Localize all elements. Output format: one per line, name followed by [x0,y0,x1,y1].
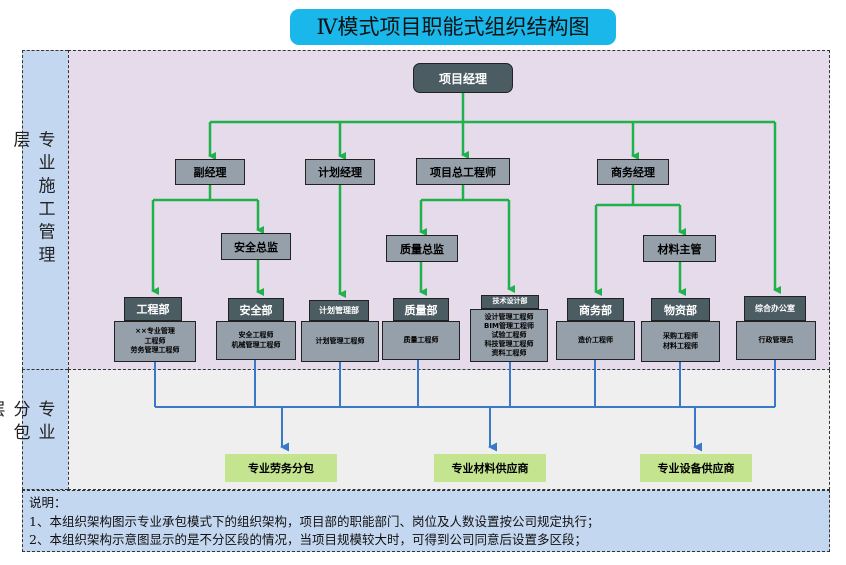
note-line-2: 2、本组织架构示意图显示的是不分区段的情况，当项目规模较大时，可得到公司同意后设… [29,532,587,547]
commercial-dept-header: 商务部 [567,298,624,321]
commercial-role-1: 造价工程师 [578,335,613,344]
deputy-manager-node: 副经理 [175,159,245,185]
tech-role-4: 科技管理工程师 [484,340,534,348]
blue-connectors [154,360,776,452]
notes-panel: 说明： 1、本组织架构图示专业承包模式下的组织架构，项目部的职能部门、岗位及人数… [22,490,830,552]
quality-role-1: 质量工程师 [403,335,439,344]
materials-dept-header: 物资部 [651,298,710,321]
chief-engineer-node: 项目总工程师 [416,158,510,185]
layer-label-management-text: 专业施工管理层 [9,130,55,269]
layer-label-subcontract-text: 专业分包层 [0,399,55,446]
green-connectors [151,93,781,298]
project-manager-node: 项目经理 [413,63,513,93]
labor-subcontract-node: 专业劳务分包 [225,454,337,482]
note-line-1: 1、本组织架构图示专业承包模式下的组织架构，项目部的职能部门、岗位及人数设置按公… [29,513,600,529]
planning-manager-node: 计划经理 [305,159,375,185]
diagram-title: Ⅳ模式项目职能式组织结构图 [290,9,616,45]
quality-dept-header: 质量部 [393,298,449,321]
quality-dept-roles: 质量工程师 [382,321,460,360]
material-supplier-node: 专业材料供应商 [434,454,546,482]
quality-director-node: 质量总监 [386,235,458,262]
safety-role-2: 机械管理工程师 [231,340,281,349]
safety-director-node: 安全总监 [221,233,291,260]
materials-director-node: 材料主管 [643,235,716,262]
commercial-dept-roles: 造价工程师 [556,321,635,360]
engineering-dept-roles: ××专业管理 工程师 劳务管理工程师 [114,321,196,362]
tech-role-2: BIM管理工程师 [484,322,534,330]
general-office-roles: 行政管理员 [736,321,816,360]
materials-role-2: 材料工程师 [663,341,698,350]
equipment-supplier-node: 专业设备供应商 [640,454,752,482]
notes-heading: 说明： [29,495,67,510]
engineering-dept-header: 工程部 [124,297,182,321]
tech-design-dept-header: 技术设计部 [481,295,539,309]
tech-role-5: 资料工程师 [491,349,527,357]
general-office-header: 综合办公室 [744,296,806,321]
engineering-role-3: 劳务管理工程师 [130,346,180,355]
general-office-role-1: 行政管理员 [758,335,794,344]
materials-dept-roles: 采购工程师 材料工程师 [641,321,720,362]
engineering-role-2: 工程师 [144,336,166,345]
planning-dept-roles: 计划管理工程师 [301,321,379,362]
safety-role-1: 安全工程师 [238,331,274,339]
safety-dept-header: 安全部 [228,298,284,321]
layer-label-subcontract: 专业分包层 [0,370,68,490]
materials-role-1: 采购工程师 [663,332,698,340]
engineering-role-1: ××专业管理 [135,327,175,336]
planning-dept-header: 计划管理部 [309,300,369,321]
tech-role-3: 试验工程师 [491,331,527,339]
safety-dept-roles: 安全工程师 机械管理工程师 [216,321,296,360]
layer-label-management: 专业施工管理层 [9,50,68,370]
planning-role-1: 计划管理工程师 [315,336,365,345]
tech-design-dept-roles: 设计管理工程师 BIM管理工程师 试验工程师 科技管理工程师 资料工程师 [470,309,548,362]
commercial-manager-node: 商务经理 [597,159,669,185]
tech-role-1: 设计管理工程师 [484,313,534,321]
